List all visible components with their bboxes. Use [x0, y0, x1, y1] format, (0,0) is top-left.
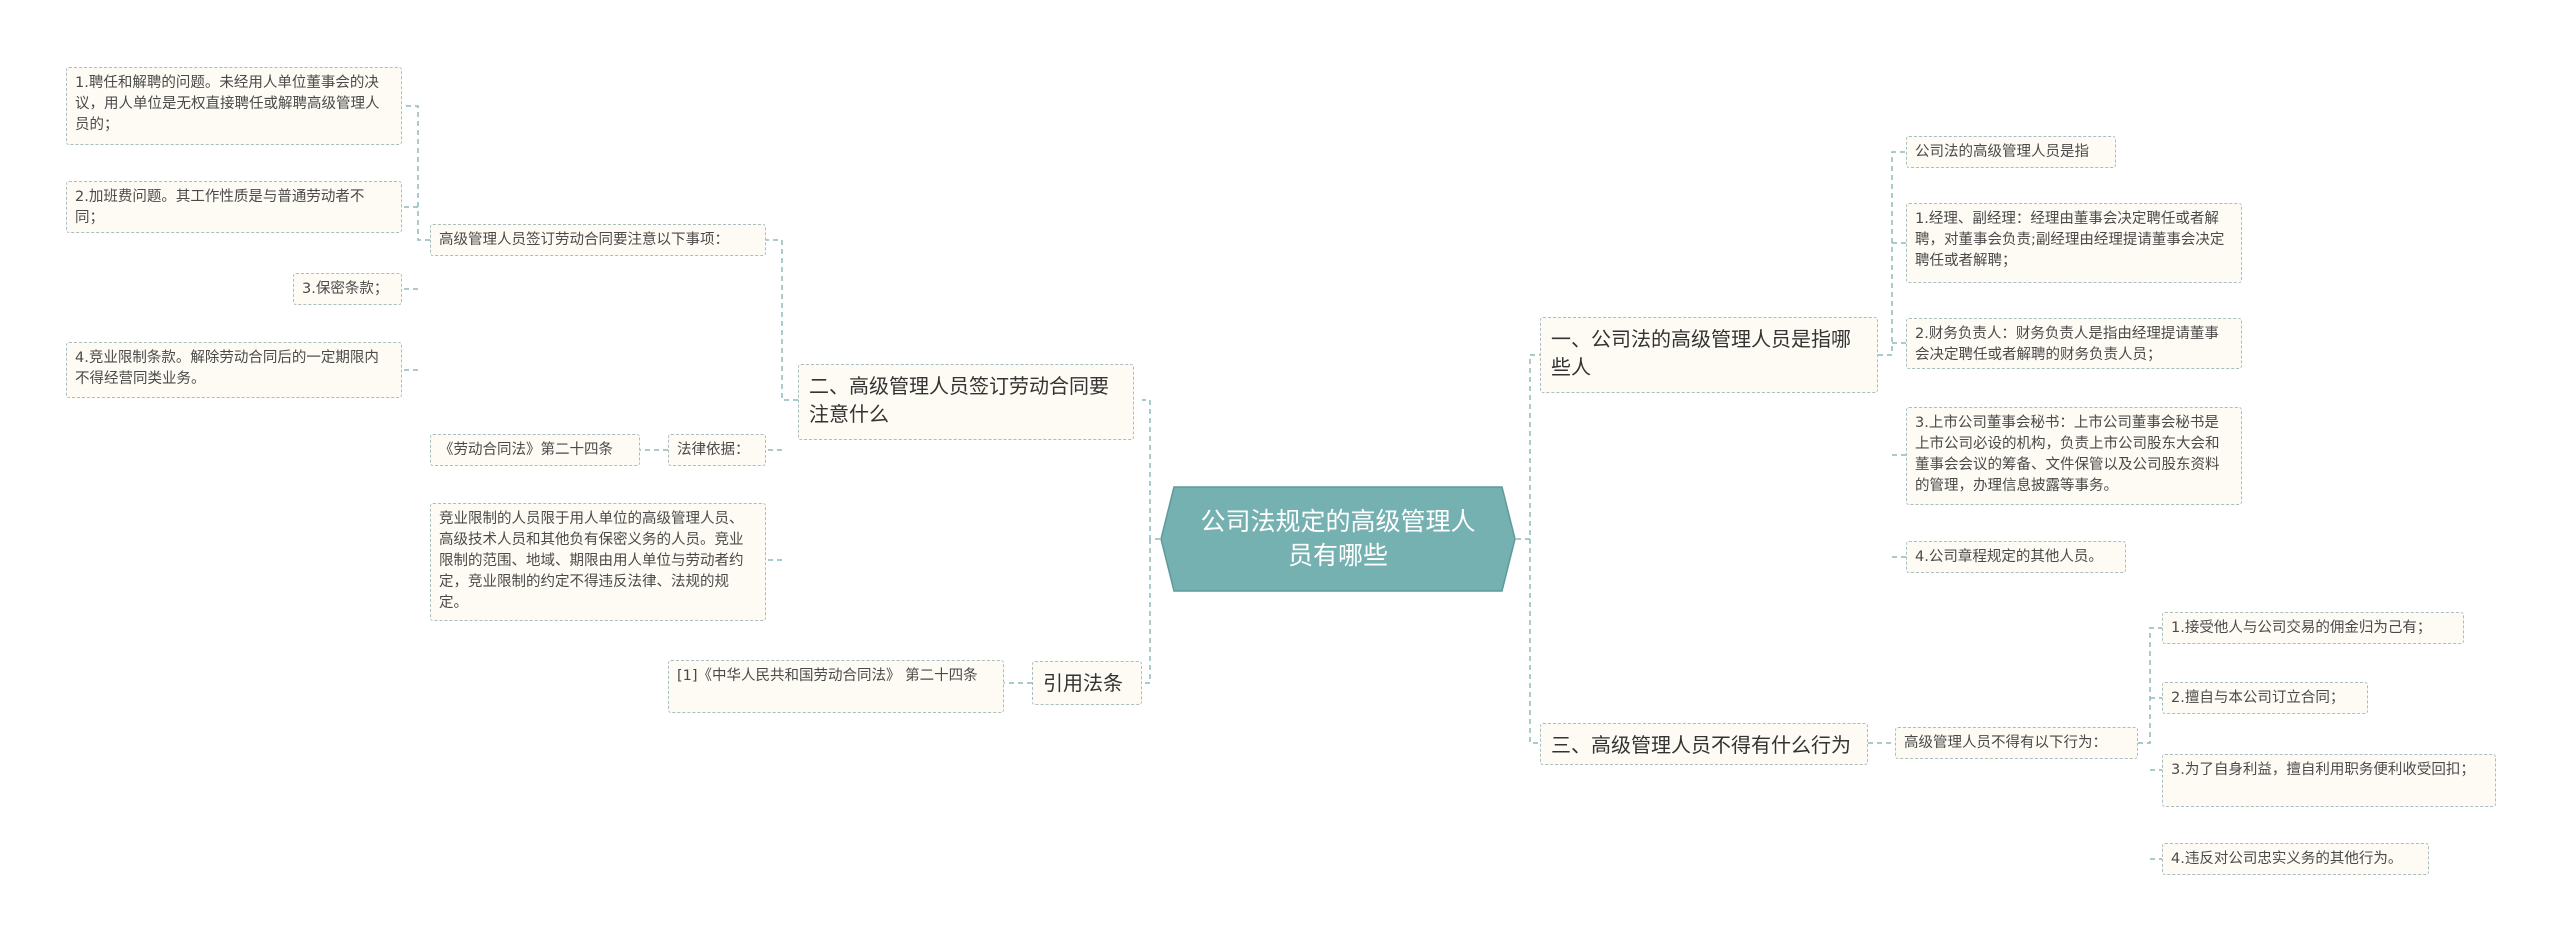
root-node[interactable]: 公司法规定的高级管理人员有哪些	[1160, 486, 1516, 592]
branch3-item-3[interactable]: 4.违反对公司忠实义务的其他行为。	[2162, 843, 2429, 875]
branch2-sub-2[interactable]: 法律依据：	[668, 434, 766, 466]
link-root-branch1	[1516, 354, 1540, 540]
branch3-item-1[interactable]: 2.擅自与本公司订立合同；	[2162, 682, 2368, 714]
branch-node-2[interactable]: 二、高级管理人员签订劳动合同要注意什么	[798, 364, 1134, 440]
link-sub1-items	[402, 105, 430, 371]
root-shape	[1160, 486, 1516, 592]
link-root-branch3	[1529, 539, 1540, 744]
link-root-branch4	[1142, 539, 1151, 684]
branch-node-4[interactable]: 引用法条	[1032, 661, 1142, 705]
branch3-item-2[interactable]: 3.为了自身利益，擅自利用职务便利收受回扣；	[2162, 754, 2496, 807]
link-root-branch2	[1142, 399, 1160, 540]
branch-node-1[interactable]: 一、公司法的高级管理人员是指哪些人	[1540, 317, 1878, 393]
branch1-item-4[interactable]: 4.公司章程规定的其他人员。	[1906, 541, 2126, 573]
branch2-sub-1[interactable]: 高级管理人员签订劳动合同要注意以下事项：	[430, 224, 766, 256]
branch4-item-0[interactable]: [1]《中华人民共和国劳动合同法》 第二十四条	[668, 660, 1004, 713]
root-label: 公司法规定的高级管理人员有哪些	[1200, 507, 1476, 570]
link-b3sub-items	[2138, 627, 2162, 860]
branch1-item-1[interactable]: 1.经理、副经理：经理由董事会决定聘任或者解聘，对董事会负责;副经理由经理提请董…	[1906, 203, 2242, 283]
branch2-sub1-item-2[interactable]: 3.保密条款；	[293, 273, 402, 305]
branch1-item-0[interactable]: 公司法的高级管理人员是指	[1906, 136, 2116, 168]
branch2-sub-3[interactable]: 竞业限制的人员限于用人单位的高级管理人员、高级技术人员和其他负有保密义务的人员。…	[430, 503, 766, 621]
link-branch1-items	[1878, 151, 1906, 558]
link-branch2-subs	[766, 239, 798, 561]
branch1-item-3[interactable]: 3.上市公司董事会秘书：上市公司董事会秘书是上市公司必设的机构，负责上市公司股东…	[1906, 407, 2242, 505]
branch2-sub1-item-1[interactable]: 2.加班费问题。其工作性质是与普通劳动者不同；	[66, 181, 402, 233]
branch3-item-0[interactable]: 1.接受他人与公司交易的佣金归为己有；	[2162, 612, 2464, 644]
branch2-sub1-item-0[interactable]: 1.聘任和解聘的问题。未经用人单位董事会的决议，用人单位是无权直接聘任或解聘高级…	[66, 67, 402, 145]
branch2-sub2-item-0[interactable]: 《劳动合同法》第二十四条	[430, 434, 640, 466]
branch1-item-2[interactable]: 2.财务负责人：财务负责人是指由经理提请董事会决定聘任或者解聘的财务负责人员；	[1906, 318, 2242, 369]
branch3-sub-1[interactable]: 高级管理人员不得有以下行为：	[1895, 727, 2138, 759]
branch2-sub1-item-3[interactable]: 4.竞业限制条款。解除劳动合同后的一定期限内不得经营同类业务。	[66, 342, 402, 398]
branch-node-3[interactable]: 三、高级管理人员不得有什么行为	[1540, 723, 1868, 765]
